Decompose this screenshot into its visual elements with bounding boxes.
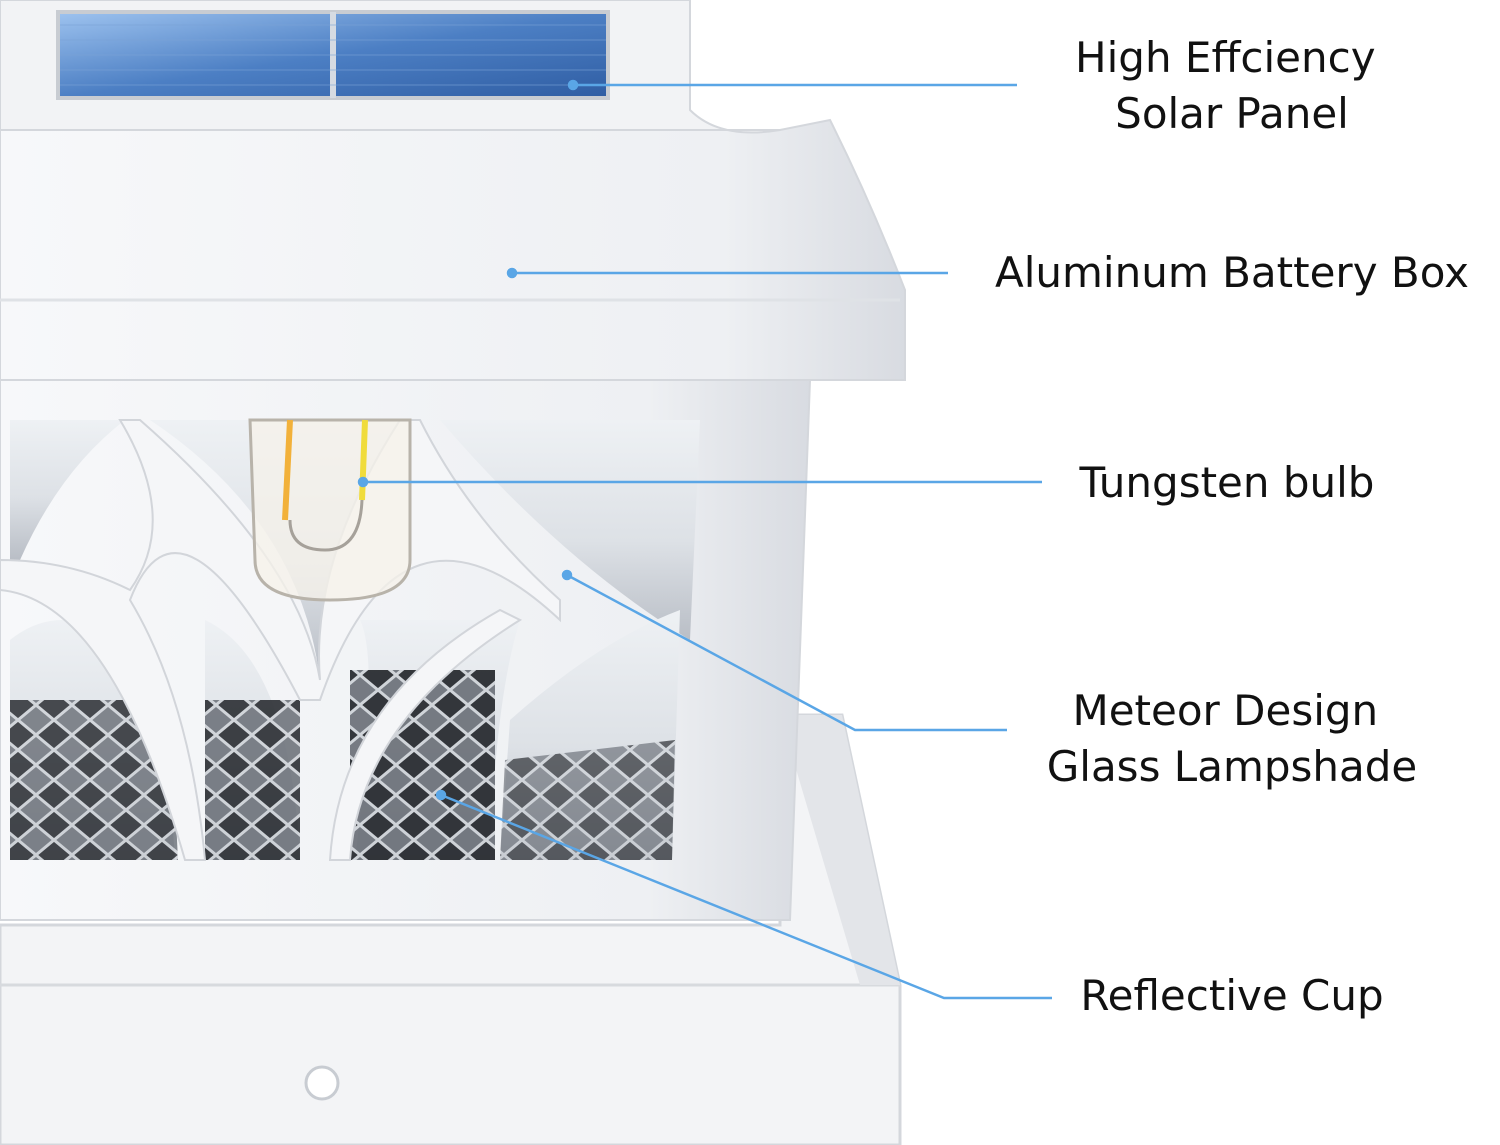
leader-tungsten-bulb [357,476,1042,488]
label-reflective-cup-line-1: Reflective Cup [1080,971,1383,1020]
label-battery-box: Aluminum Battery Box [995,248,1469,297]
label-tungsten-bulb-line-1: Tungsten bulb [1079,458,1375,507]
label-glass-lampshade-line-1: Meteor Design [1072,686,1378,735]
label-reflective-cup: Reflective Cup [1080,971,1383,1020]
leader-battery-box [506,267,948,279]
tungsten-bulb-illustration [248,418,412,602]
label-solar-panel-line-1: High Effciency [1075,33,1376,82]
label-solar-panel-line-2: Solar Panel [1115,89,1349,138]
leader-solar-panel [567,79,1017,91]
screw-hole [304,1065,340,1101]
leader-lines [357,79,1052,1000]
solar-panel-illustration [56,10,610,100]
callout-labels: High Effciency Solar Panel Aluminum Batt… [995,33,1469,1020]
label-glass-lampshade-line-2: Glass Lampshade [1047,742,1418,791]
label-battery-box-line-1: Aluminum Battery Box [995,248,1469,297]
label-glass-lampshade: Meteor Design Glass Lampshade [1047,686,1418,791]
battery-box-illustration [0,118,906,381]
label-tungsten-bulb: Tungsten bulb [1079,458,1375,507]
leader-reflective-cup [435,789,1052,1000]
leader-glass-lampshade [561,569,1007,732]
label-solar-panel: High Effciency Solar Panel [1075,33,1389,138]
lamp-illustration [0,0,906,1145]
